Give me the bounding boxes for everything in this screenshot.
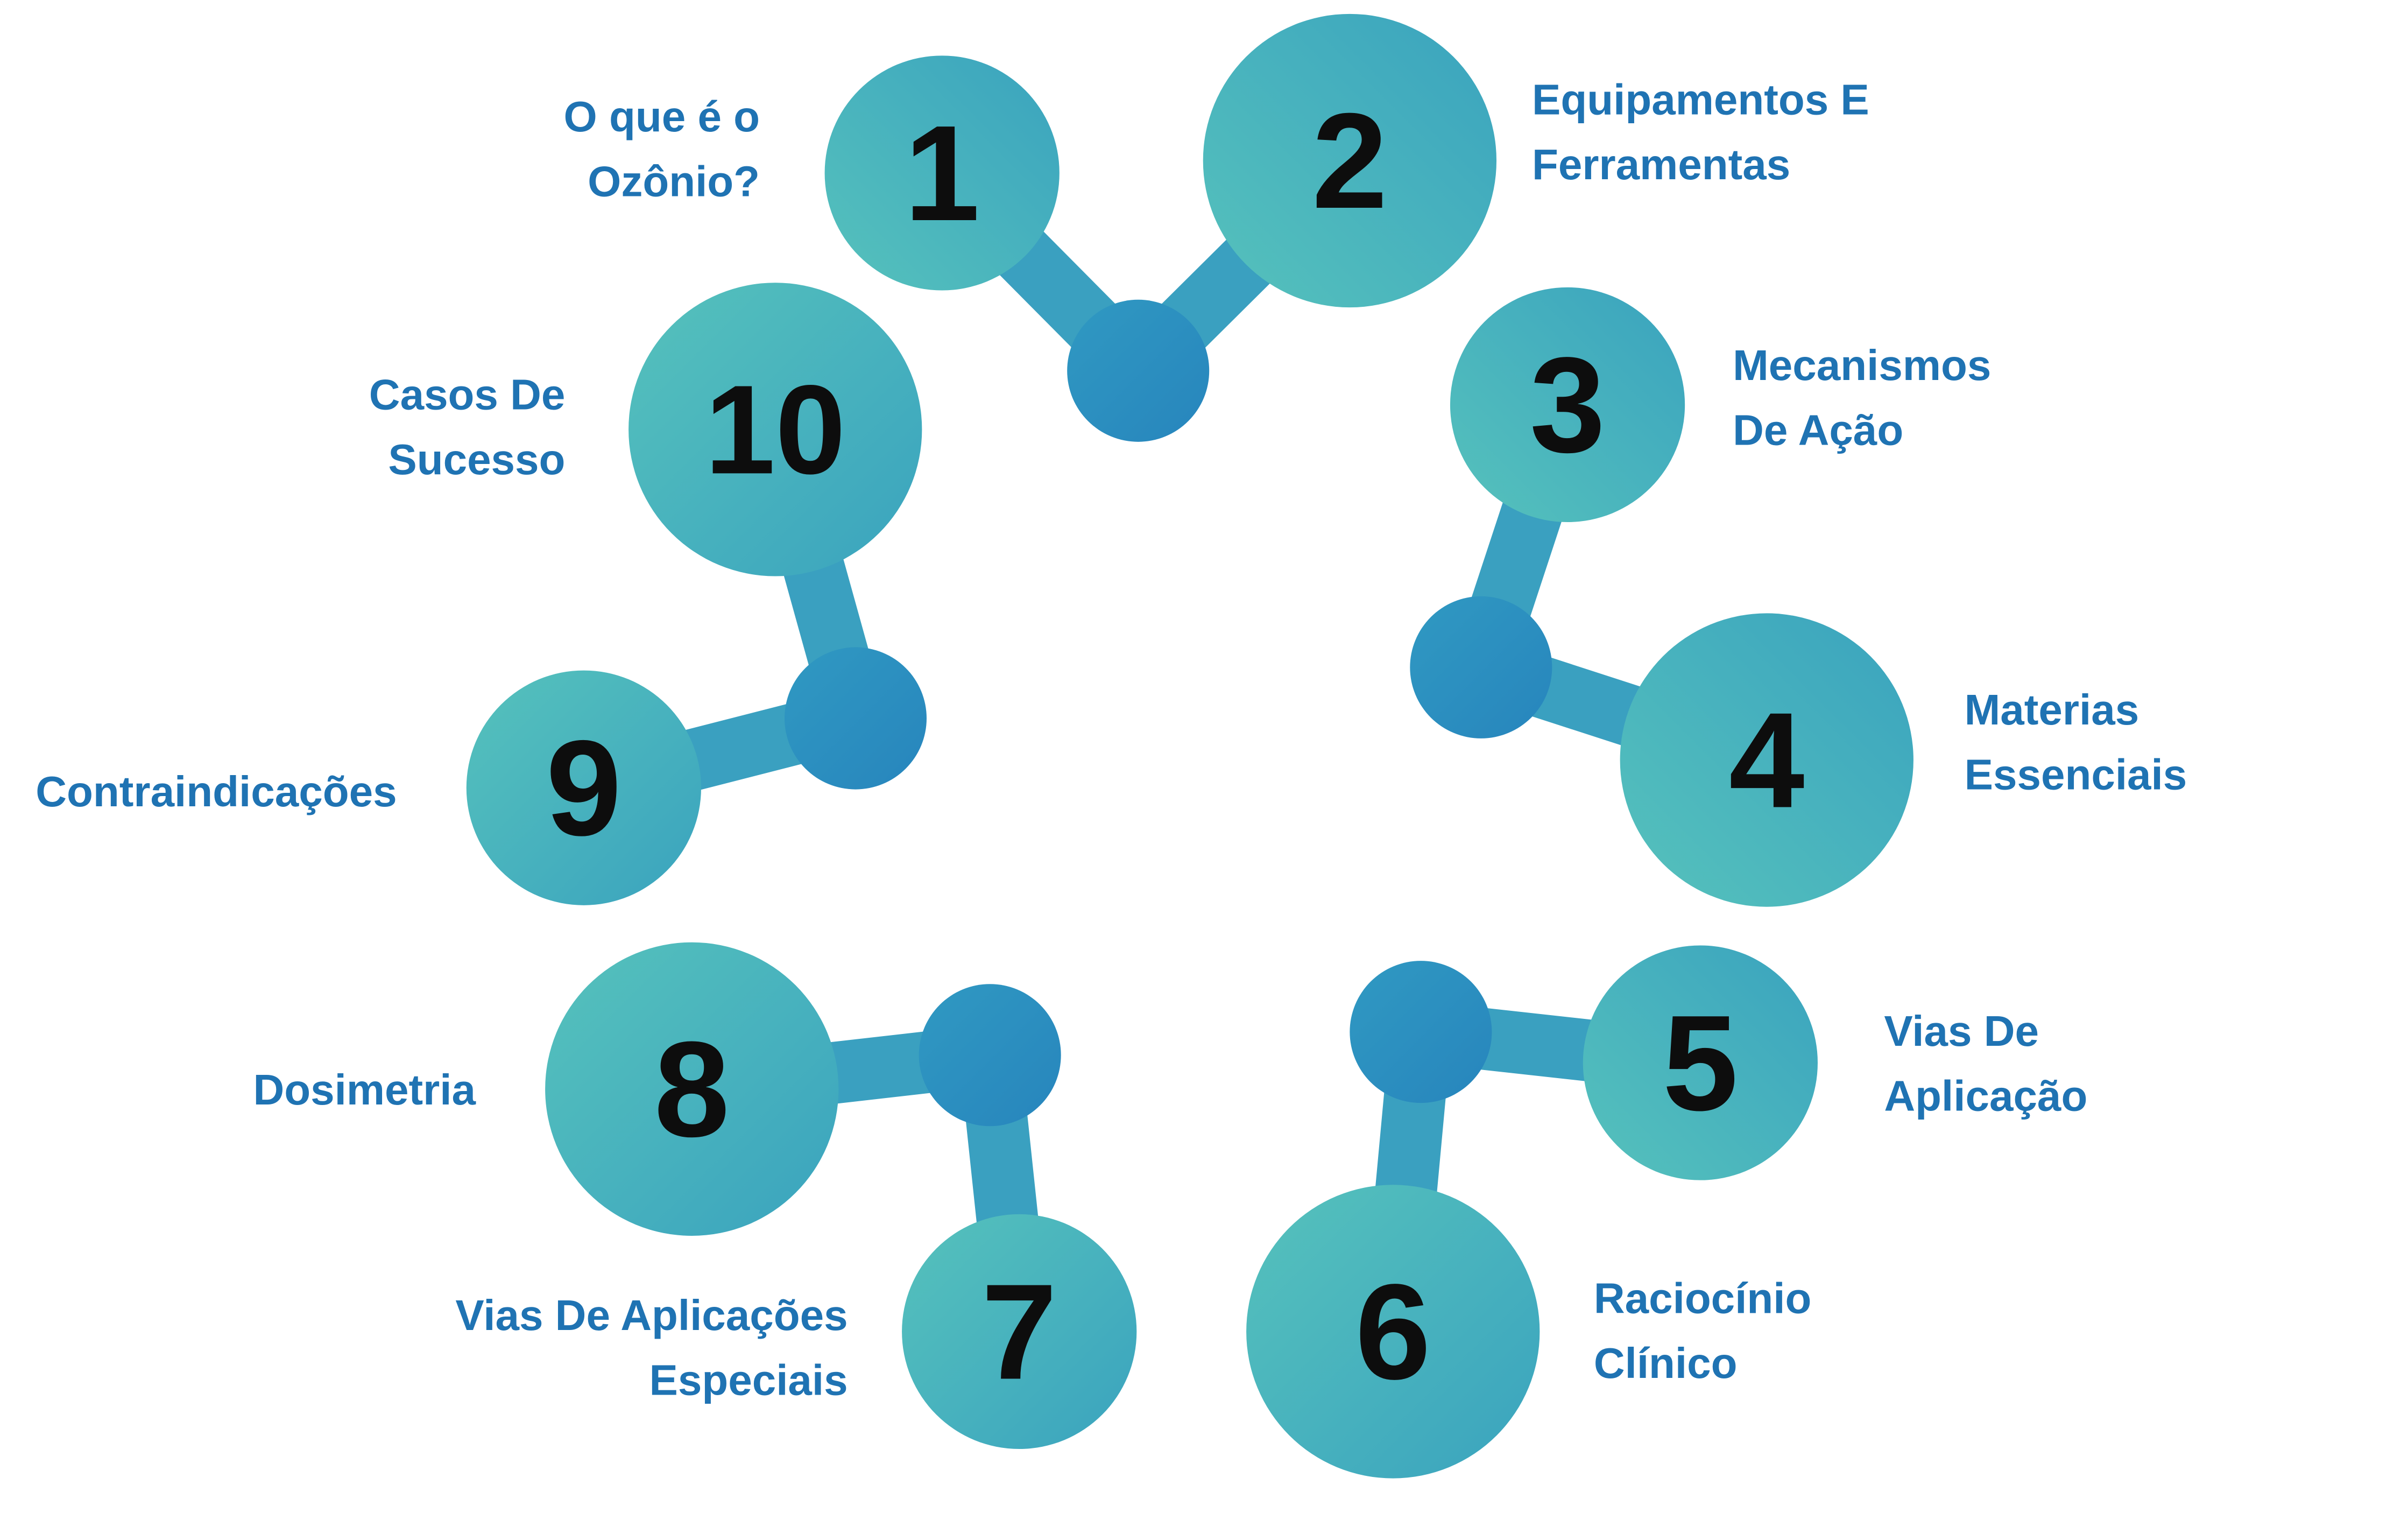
step-number-4: 4: [1729, 684, 1804, 836]
step-circle-10: [629, 283, 922, 576]
step-label-7-line-1: Vias De Aplicações: [455, 1291, 848, 1339]
step-circle-4: [1620, 613, 1913, 907]
step-label-5-line-1: Vias De: [1884, 1007, 2039, 1055]
step-label-8-line-1: Dosimetria: [253, 1066, 476, 1114]
step-circle-6: [1246, 1185, 1540, 1479]
step-label-2-line-2: Ferramentas: [1532, 140, 1790, 188]
step-circle-7: [902, 1214, 1137, 1449]
step-circle-3: [1450, 287, 1685, 523]
connector-node-layer: [784, 299, 1552, 1127]
step-number-6: 6: [1355, 1255, 1431, 1408]
step-label-2-line-1: Equipamentos E: [1532, 75, 1869, 123]
step-circle-9: [466, 670, 701, 905]
step-label-6-line-2: Clínico: [1594, 1339, 1738, 1387]
step-number-3: 3: [1530, 328, 1605, 481]
step-label-10-line-2: Sucesso: [388, 435, 565, 483]
step-circle-8: [545, 942, 839, 1236]
step-number-9: 9: [546, 712, 622, 864]
step-label-6-line-1: Raciocínio: [1594, 1275, 1812, 1322]
step-circle-2: [1203, 13, 1497, 308]
step-label-10-line-1: Casos De: [369, 371, 566, 419]
connector-node-4: [919, 984, 1061, 1127]
connector-node-1: [1067, 299, 1210, 442]
connector-node-2: [1410, 596, 1552, 738]
step-label-7-line-2: Especiais: [649, 1356, 848, 1404]
step-number-10: 10: [705, 358, 846, 500]
step-label-4-line-1: Materias: [1965, 686, 2139, 734]
step-circle-1: [824, 55, 1060, 291]
step-label-3-line-2: De Ação: [1733, 406, 1903, 454]
step-number-1: 1: [904, 97, 979, 249]
step-number-2: 2: [1312, 85, 1387, 237]
step-label-1-line-2: Ozônio?: [588, 157, 760, 205]
step-label-9-line-1: Contraindicações: [36, 768, 397, 815]
connector-node-5: [784, 647, 927, 790]
step-label-4-line-2: Essenciais: [1965, 751, 2187, 799]
step-number-8: 8: [654, 1013, 730, 1165]
step-number-7: 7: [981, 1255, 1057, 1408]
step-label-layer: O que é o Ozônio? Equipamentos E Ferramenta…: [36, 75, 2187, 1404]
step-number-5: 5: [1663, 987, 1738, 1139]
step-circle-5: [1583, 945, 1818, 1180]
step-label-1-line-1: O que é o: [564, 93, 760, 140]
step-label-5-line-2: Aplicação: [1884, 1072, 2087, 1120]
connector-node-3: [1350, 961, 1492, 1103]
step-label-3-line-1: Mecanismos: [1733, 341, 1991, 389]
